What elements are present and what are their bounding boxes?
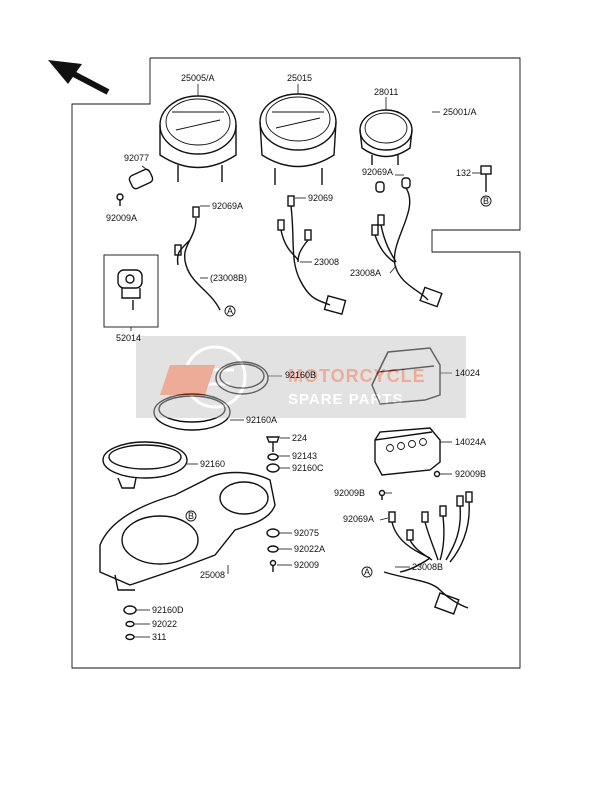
marker-b-2: B (185, 510, 197, 522)
label-311: 311 (152, 632, 166, 642)
label-92160: 92160 (200, 459, 225, 469)
temperature-gauge (359, 109, 413, 165)
wire-harness-23008b-upper (174, 206, 221, 311)
washer-92022 (125, 620, 150, 628)
label-224: 224 (292, 433, 307, 443)
marker-b-1: B (480, 195, 492, 207)
label-23008b-paren: (23008B) (210, 273, 247, 283)
wire-harness-23008 (277, 195, 347, 315)
switch-52014 (103, 254, 159, 328)
watermark-line2: SPARE PARTS (288, 391, 403, 408)
nut-311 (125, 633, 150, 641)
svg-text:A: A (364, 567, 370, 577)
label-25008: 25008 (200, 570, 225, 580)
bolt-224 (265, 436, 290, 452)
wire-harness-23008a (371, 177, 443, 308)
ring-92160b (215, 361, 282, 395)
assembly-boundary (71, 57, 521, 669)
tachometer-gauge (259, 93, 337, 185)
label-23008a: 23008A (350, 268, 381, 278)
bolt-132 (472, 165, 492, 192)
label-92009b-right: 92009B (455, 469, 486, 479)
label-92077: 92077 (124, 153, 149, 163)
label-92009b-left: 92009B (334, 488, 365, 498)
label-92069: 92069 (308, 193, 333, 203)
bracket-25008 (99, 471, 276, 591)
cover-14024 (371, 347, 452, 405)
label-52014: 52014 (116, 333, 141, 343)
wire-harness-23008b-lower (383, 491, 473, 615)
label-92009: 92009 (294, 560, 319, 570)
label-92160b: 92160B (285, 370, 316, 380)
label-23008b: 23008B (412, 562, 443, 572)
label-92022: 92022 (152, 619, 177, 629)
label-132: 132 (456, 168, 471, 178)
watermark-logo: MOTORCYCLE SPARE PARTS (136, 336, 466, 418)
label-92160d: 92160D (152, 605, 184, 615)
label-92009a: 92009A (106, 213, 137, 223)
label-92069a-lower: 92069A (343, 514, 374, 524)
socket-92077 (128, 165, 154, 190)
washer-92143 (267, 453, 290, 461)
label-92022a: 92022A (294, 544, 325, 554)
indicator-box-14024a (374, 427, 452, 476)
label-25005a: 25005/A (181, 73, 215, 83)
label-28011: 28011 (374, 87, 398, 97)
label-92160c: 92160C (292, 463, 324, 473)
leader-lines (130, 84, 440, 568)
label-92069a-upper-left: 92069A (212, 201, 243, 211)
washer-92022a (267, 545, 292, 553)
front-arrow-icon (48, 60, 110, 95)
label-92069a-upper-right: 92069A (362, 167, 393, 177)
label-92075: 92075 (294, 528, 319, 538)
grommet-92160d (123, 605, 150, 615)
screw-92009a (116, 193, 124, 206)
svg-text:B: B (188, 511, 194, 521)
grommet-92075 (266, 528, 292, 538)
grommet-92160c (266, 463, 290, 473)
screw-92009 (269, 559, 292, 572)
label-92143: 92143 (292, 451, 317, 461)
label-92160a: 92160A (246, 415, 277, 425)
svg-text:A: A (227, 306, 233, 316)
watermark-line1: MOTORCYCLE (288, 366, 426, 386)
svg-text:B: B (483, 196, 489, 206)
label-25001a: 25001/A (443, 107, 477, 117)
marker-a-1: A (224, 305, 236, 317)
ring-92160 (102, 441, 198, 489)
label-14024: 14024 (455, 368, 480, 378)
screw-92009b-right (433, 470, 452, 478)
marker-a-2: A (361, 566, 373, 578)
label-23008: 23008 (314, 257, 339, 267)
ring-92160a (153, 393, 244, 431)
label-25015: 25015 (287, 73, 312, 83)
speedometer-gauge (159, 95, 237, 182)
label-14024a: 14024A (455, 437, 486, 447)
screw-92009b-left (378, 489, 386, 500)
